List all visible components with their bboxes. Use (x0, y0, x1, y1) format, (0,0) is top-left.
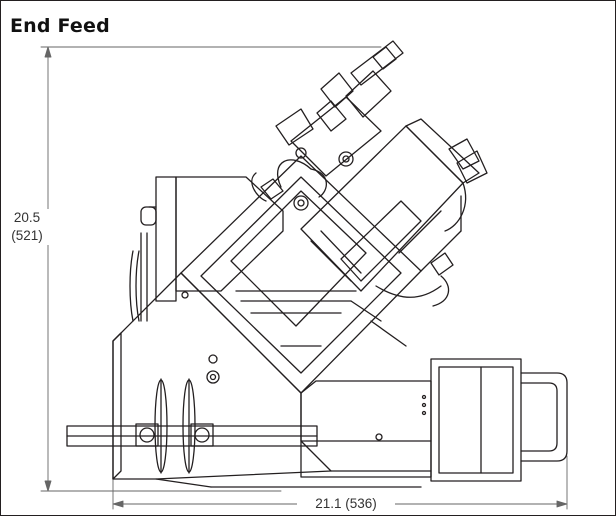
height-dimension-label: 20.5 (521) (5, 209, 49, 245)
feed-guide (66, 378, 318, 474)
diagram-title: End Feed (10, 15, 110, 37)
side-feeder (421, 358, 568, 482)
height-dimension-metric: (521) (11, 228, 43, 243)
back-plate (129, 176, 284, 322)
tilted-housing (180, 155, 422, 394)
pneumatic-fittings (251, 40, 488, 307)
height-dimension-value: 20.5 (13, 210, 41, 225)
motor-block (300, 118, 480, 298)
height-dimension-line (40, 46, 382, 492)
width-dimension-label: 21.1 (536) (297, 496, 395, 511)
